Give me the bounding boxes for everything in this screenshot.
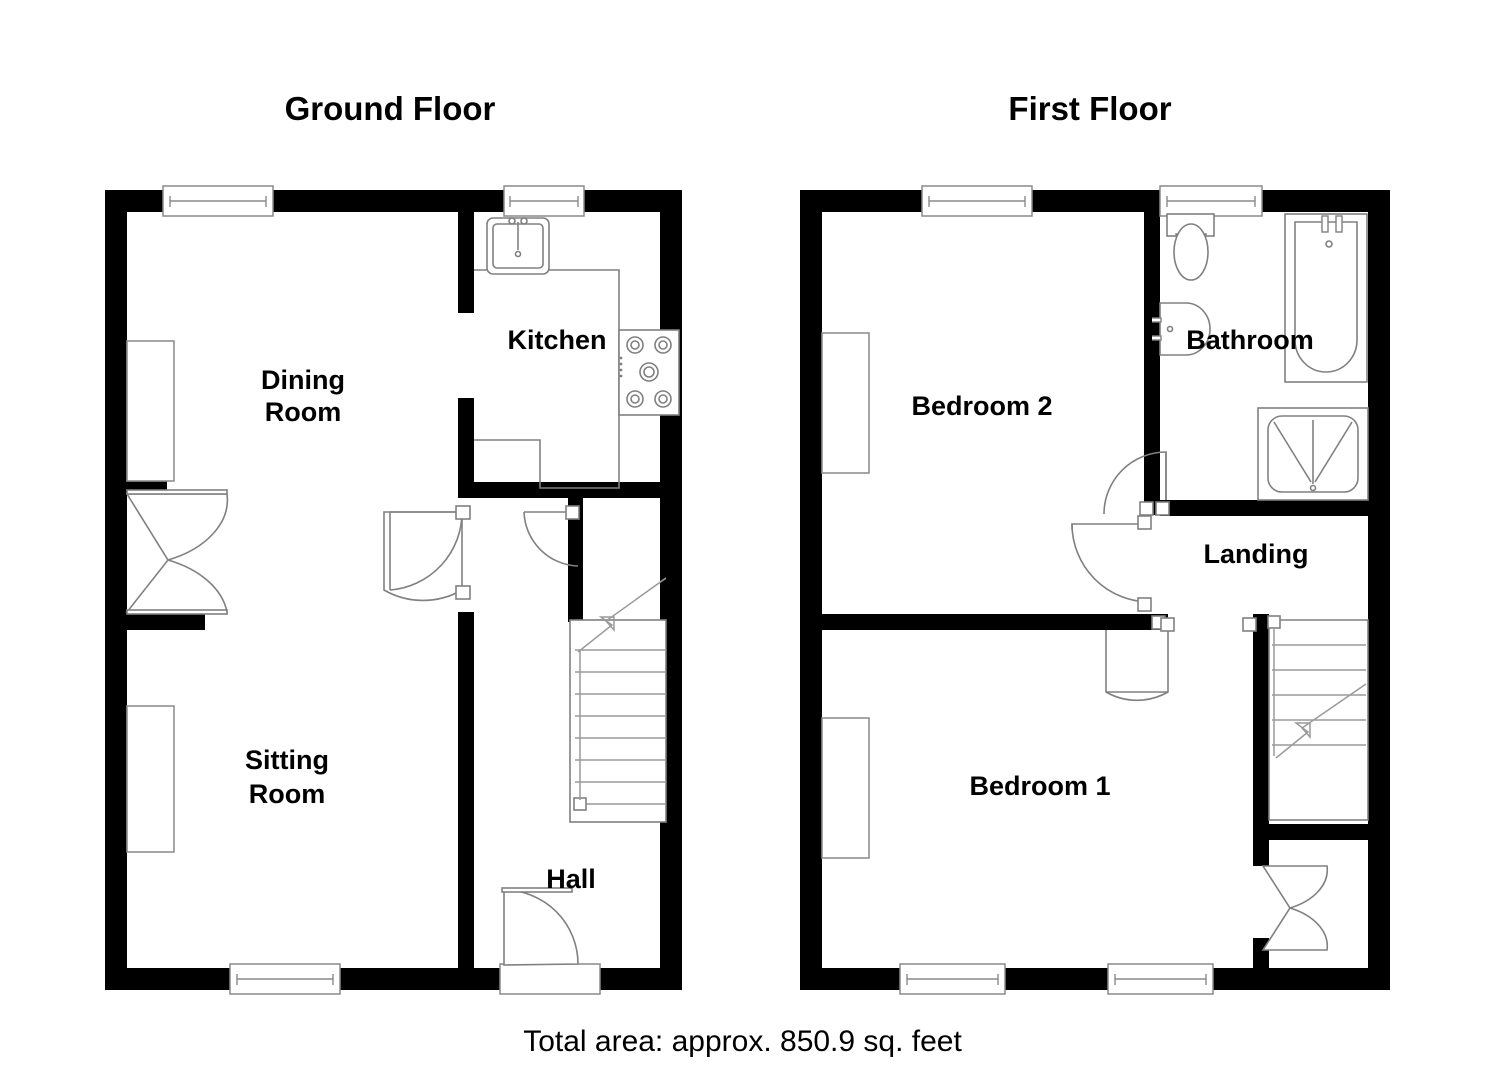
radiator-dining bbox=[126, 340, 175, 482]
radiator-sitting bbox=[126, 705, 175, 853]
ground-floor-walls bbox=[105, 190, 682, 990]
window-sitting-rear bbox=[229, 963, 341, 995]
radiator-bedroom-2 bbox=[821, 332, 870, 474]
window-bedroom1-rear-left bbox=[899, 963, 1006, 995]
door-kitchen-hall[interactable] bbox=[523, 505, 580, 567]
window-bedroom2-front bbox=[921, 185, 1033, 217]
dining-room-label: Dining bbox=[261, 365, 345, 395]
staircase-up bbox=[569, 577, 667, 823]
total-area-caption: Total area: approx. 850.9 sq. feet bbox=[523, 1025, 962, 1058]
sitting-room-label-2: Room bbox=[249, 779, 326, 809]
staircase-down bbox=[1267, 615, 1369, 821]
radiator-bedroom-1 bbox=[821, 717, 870, 859]
dining-room-label-2: Room bbox=[265, 397, 342, 427]
shower-tray bbox=[1257, 407, 1369, 501]
door-dining-hall[interactable] bbox=[383, 505, 471, 602]
bedroom-1-label: Bedroom 1 bbox=[969, 771, 1110, 801]
front-door-hall[interactable] bbox=[499, 887, 601, 995]
cupboard-doors[interactable] bbox=[1261, 865, 1329, 951]
first-floor-title: First Floor bbox=[1008, 90, 1172, 127]
landing-label: Landing bbox=[1204, 539, 1309, 569]
bathroom-label: Bathroom bbox=[1186, 325, 1314, 355]
hall-label: Hall bbox=[546, 864, 596, 894]
ground-floor-title: Ground Floor bbox=[284, 90, 496, 127]
door-bedroom-1[interactable] bbox=[1105, 617, 1257, 702]
window-bathroom-front bbox=[1159, 185, 1263, 217]
window-dining-front bbox=[162, 185, 274, 217]
kitchen-hob bbox=[618, 329, 680, 416]
window-kitchen-front bbox=[503, 185, 585, 217]
wc-toilet bbox=[1166, 213, 1215, 281]
window-bedroom1-rear-right bbox=[1107, 963, 1214, 995]
bedroom-2-label: Bedroom 2 bbox=[911, 391, 1052, 421]
french-doors-dining[interactable] bbox=[125, 489, 229, 615]
door-bathroom[interactable] bbox=[1103, 451, 1170, 516]
kitchen-worktop bbox=[474, 269, 620, 489]
sitting-room-label: Sitting bbox=[245, 745, 329, 775]
kitchen-sink bbox=[486, 217, 550, 275]
bath-tub bbox=[1284, 213, 1368, 383]
wash-basin bbox=[1148, 302, 1211, 356]
door-bedroom-2[interactable] bbox=[1071, 515, 1166, 630]
kitchen-label: Kitchen bbox=[507, 325, 606, 355]
